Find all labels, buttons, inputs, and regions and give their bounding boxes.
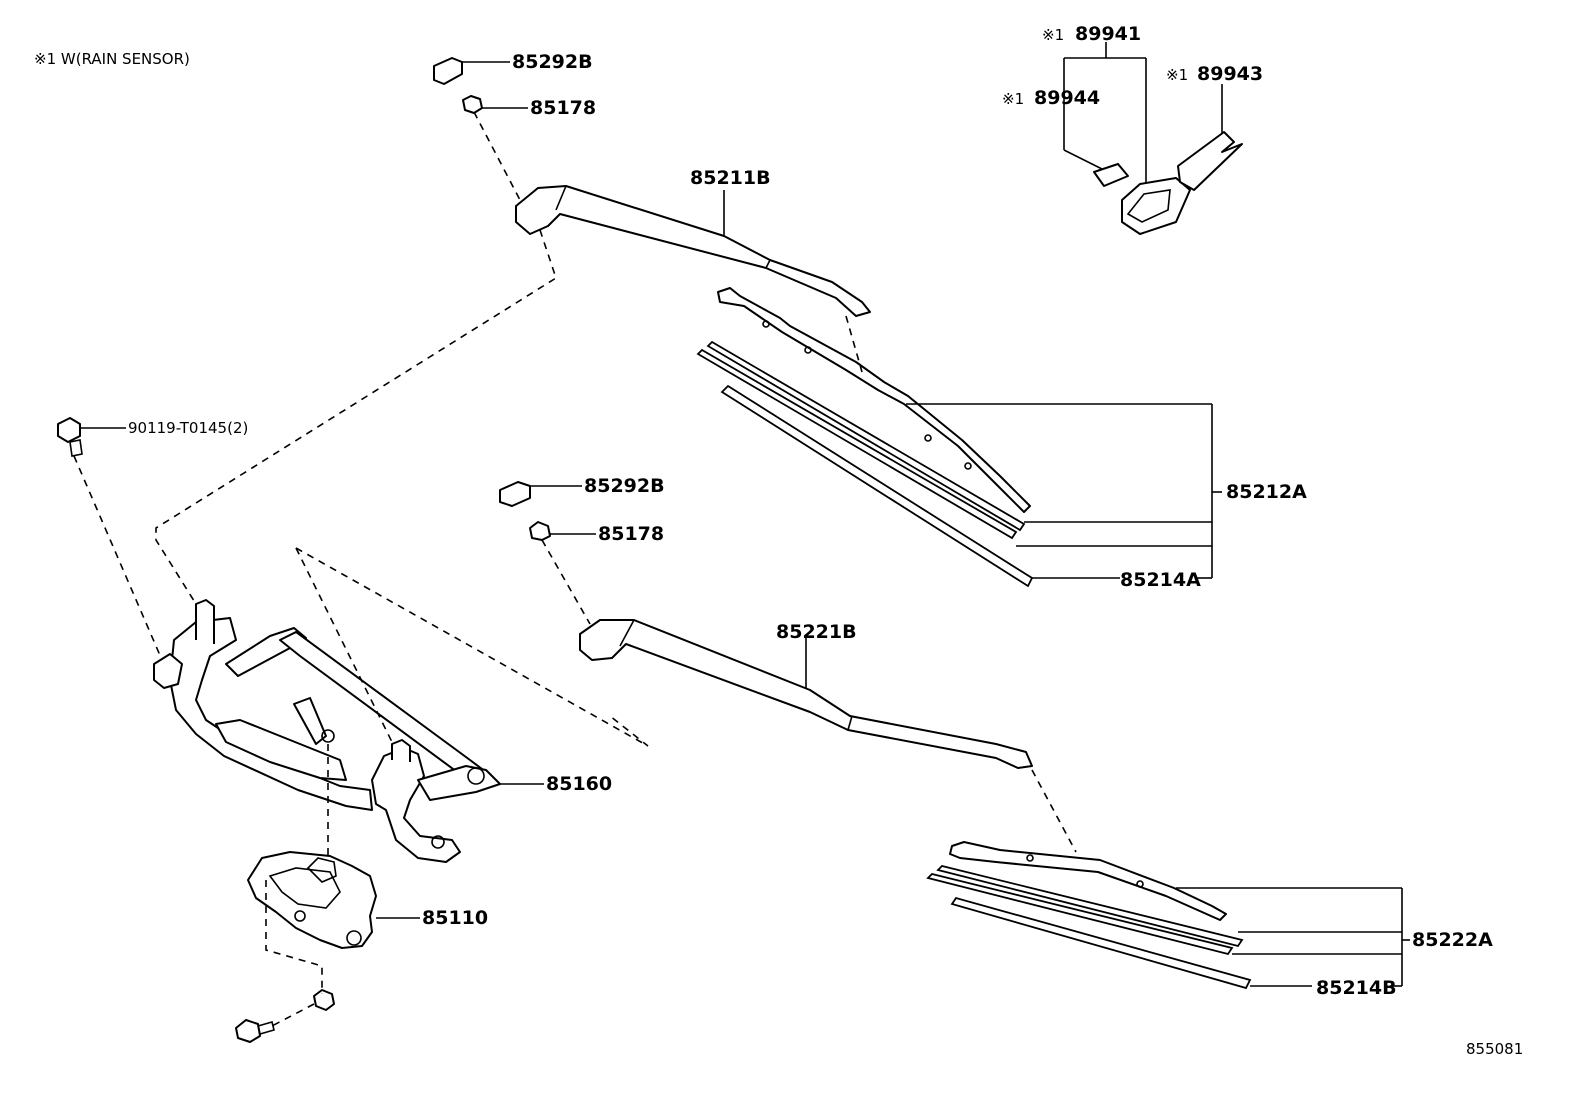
part-label-89943[interactable]: 89943 [1197, 63, 1263, 85]
blade-lower-drawing [926, 841, 1410, 990]
assembly-lines [73, 111, 1077, 1027]
part-label-85221b[interactable]: 85221B [776, 621, 857, 643]
blade-upper-drawing [696, 287, 1222, 588]
part-label-89944[interactable]: 89944 [1034, 87, 1100, 109]
part-label-85222a[interactable]: 85222A [1412, 929, 1493, 951]
part-label-85214b[interactable]: 85214B [1316, 977, 1397, 999]
nut-lower-drawing [529, 521, 596, 541]
part-label-85110[interactable]: 85110 [422, 907, 488, 929]
part-label-bolt[interactable]: 90119-T0145(2) [128, 419, 248, 437]
cap-lower-drawing [499, 481, 582, 507]
arm-lower-drawing [579, 619, 1033, 769]
part-label-85160[interactable]: 85160 [546, 773, 612, 795]
nut-upper-drawing [462, 95, 528, 114]
part-label-85292b-lower[interactable]: 85292B [584, 475, 665, 497]
linkage-drawing [153, 599, 544, 863]
part-label-85214a[interactable]: 85214A [1120, 569, 1201, 591]
arm-upper-drawing [515, 185, 871, 317]
rain-sensor-drawing [1063, 42, 1243, 235]
motor-drawing [247, 851, 420, 949]
bolt-drawing [57, 417, 126, 457]
motor-fastener-drawing [235, 989, 335, 1043]
rain-sensor-mark-89941: ※1 [1042, 26, 1064, 44]
part-label-85212a[interactable]: 85212A [1226, 481, 1307, 503]
part-label-89941[interactable]: 89941 [1075, 23, 1141, 45]
rain-sensor-mark-89943: ※1 [1166, 66, 1188, 84]
part-label-85178-upper[interactable]: 85178 [530, 97, 596, 119]
rain-sensor-mark-89944: ※1 [1002, 90, 1024, 108]
part-label-85178-lower[interactable]: 85178 [598, 523, 664, 545]
diagram-reference: 855081 [1466, 1040, 1523, 1058]
rain-sensor-note: ※1 W(RAIN SENSOR) [34, 50, 190, 68]
cap-upper-drawing [433, 57, 510, 85]
part-label-85292b-upper[interactable]: 85292B [512, 51, 593, 73]
part-label-85211b[interactable]: 85211B [690, 167, 771, 189]
